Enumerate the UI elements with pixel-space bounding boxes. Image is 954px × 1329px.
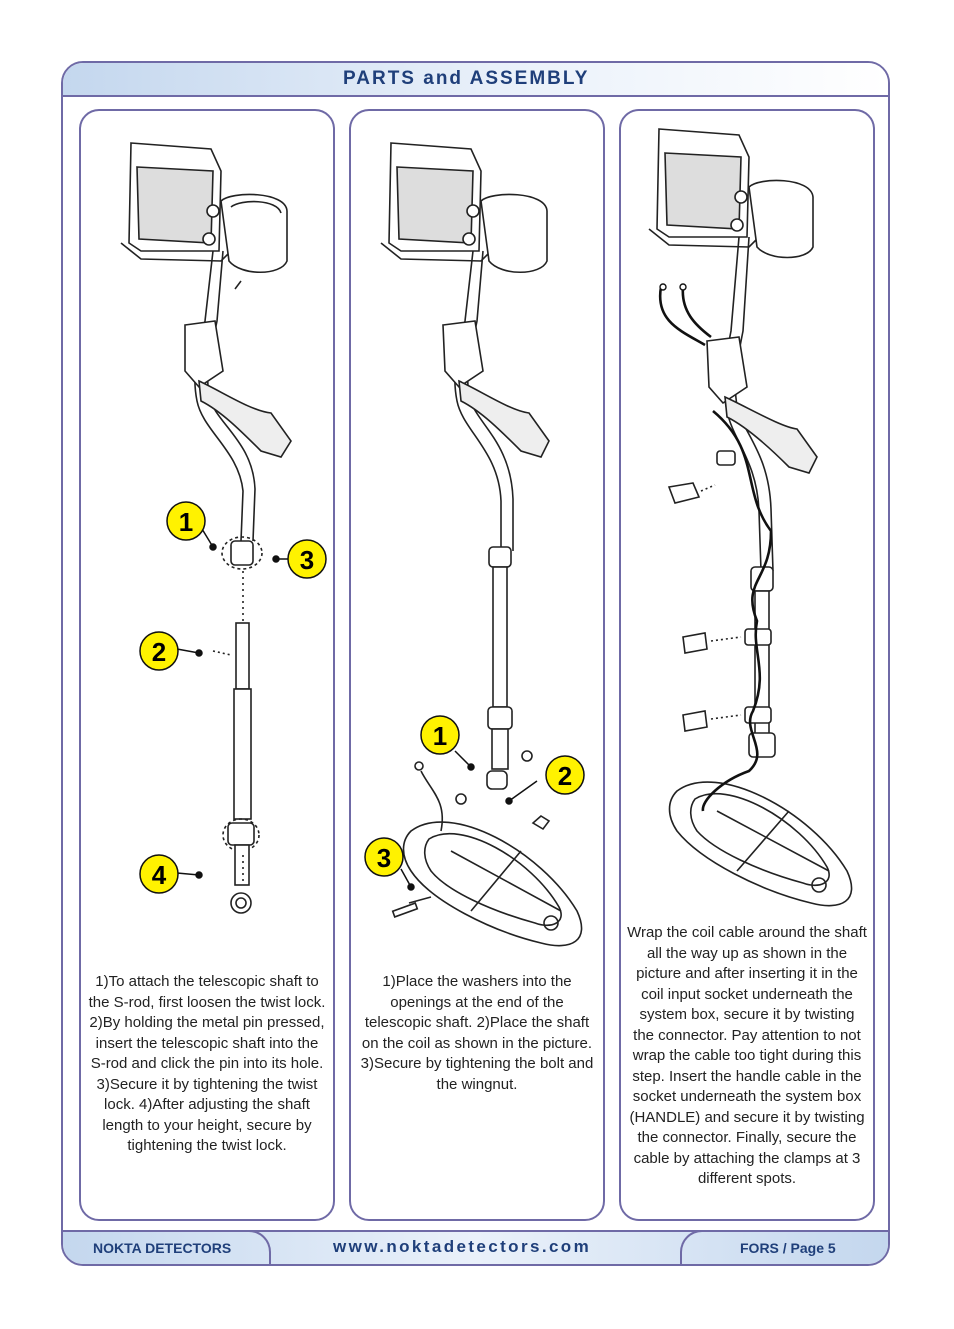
page-frame: PARTS and ASSEMBLY (61, 61, 890, 1266)
footer-brand: NOKTA DETECTORS (93, 1240, 232, 1256)
detector-telescopic-illustration: 1 3 2 4 (120, 142, 327, 914)
panel-step-2: 1 2 3 1)Place the washers into the openi… (349, 109, 605, 1221)
panel-3-caption: Wrap the coil cable around the shaft all… (627, 924, 867, 1187)
badge-4: 4 (139, 854, 179, 894)
badge-2: 2 (139, 631, 179, 671)
svg-text:4: 4 (152, 860, 167, 890)
header-bar: PARTS and ASSEMBLY (63, 63, 888, 97)
svg-text:2: 2 (152, 637, 166, 667)
panel-2-caption: 1)Place the washers into the openings at… (360, 973, 594, 1093)
footer-right-tab (680, 1230, 888, 1264)
footer-bar: NOKTA DETECTORS www.noktadetectors.com F… (63, 1230, 888, 1264)
svg-text:2: 2 (558, 761, 572, 791)
coil-attachment-illustration: 1 2 3 (364, 142, 585, 947)
badge-3: 3 (364, 837, 404, 877)
svg-text:1: 1 (179, 507, 193, 537)
footer-website-link[interactable]: www.noktadetectors.com (333, 1237, 592, 1256)
badge-3: 3 (287, 539, 327, 579)
svg-text:3: 3 (377, 843, 391, 873)
panel-step-3: Wrap the coil cable around the shaft all… (619, 109, 875, 1221)
badge-1: 1 (166, 501, 206, 541)
badge-1: 1 (420, 715, 460, 755)
panel-step-1: 1 3 2 4 1)To attach the telescopic shaft… (79, 109, 335, 1221)
badge-2: 2 (545, 755, 585, 795)
footer-left-tab (63, 1230, 271, 1264)
panel-1-caption: 1)To attach the telescopic shaft to the … (88, 973, 326, 1154)
svg-text:1: 1 (433, 721, 447, 751)
svg-text:3: 3 (300, 545, 314, 575)
footer-page-number: FORS / Page 5 (740, 1240, 836, 1256)
cable-wrapping-illustration (648, 128, 853, 907)
page-title: PARTS and ASSEMBLY (343, 68, 590, 89)
